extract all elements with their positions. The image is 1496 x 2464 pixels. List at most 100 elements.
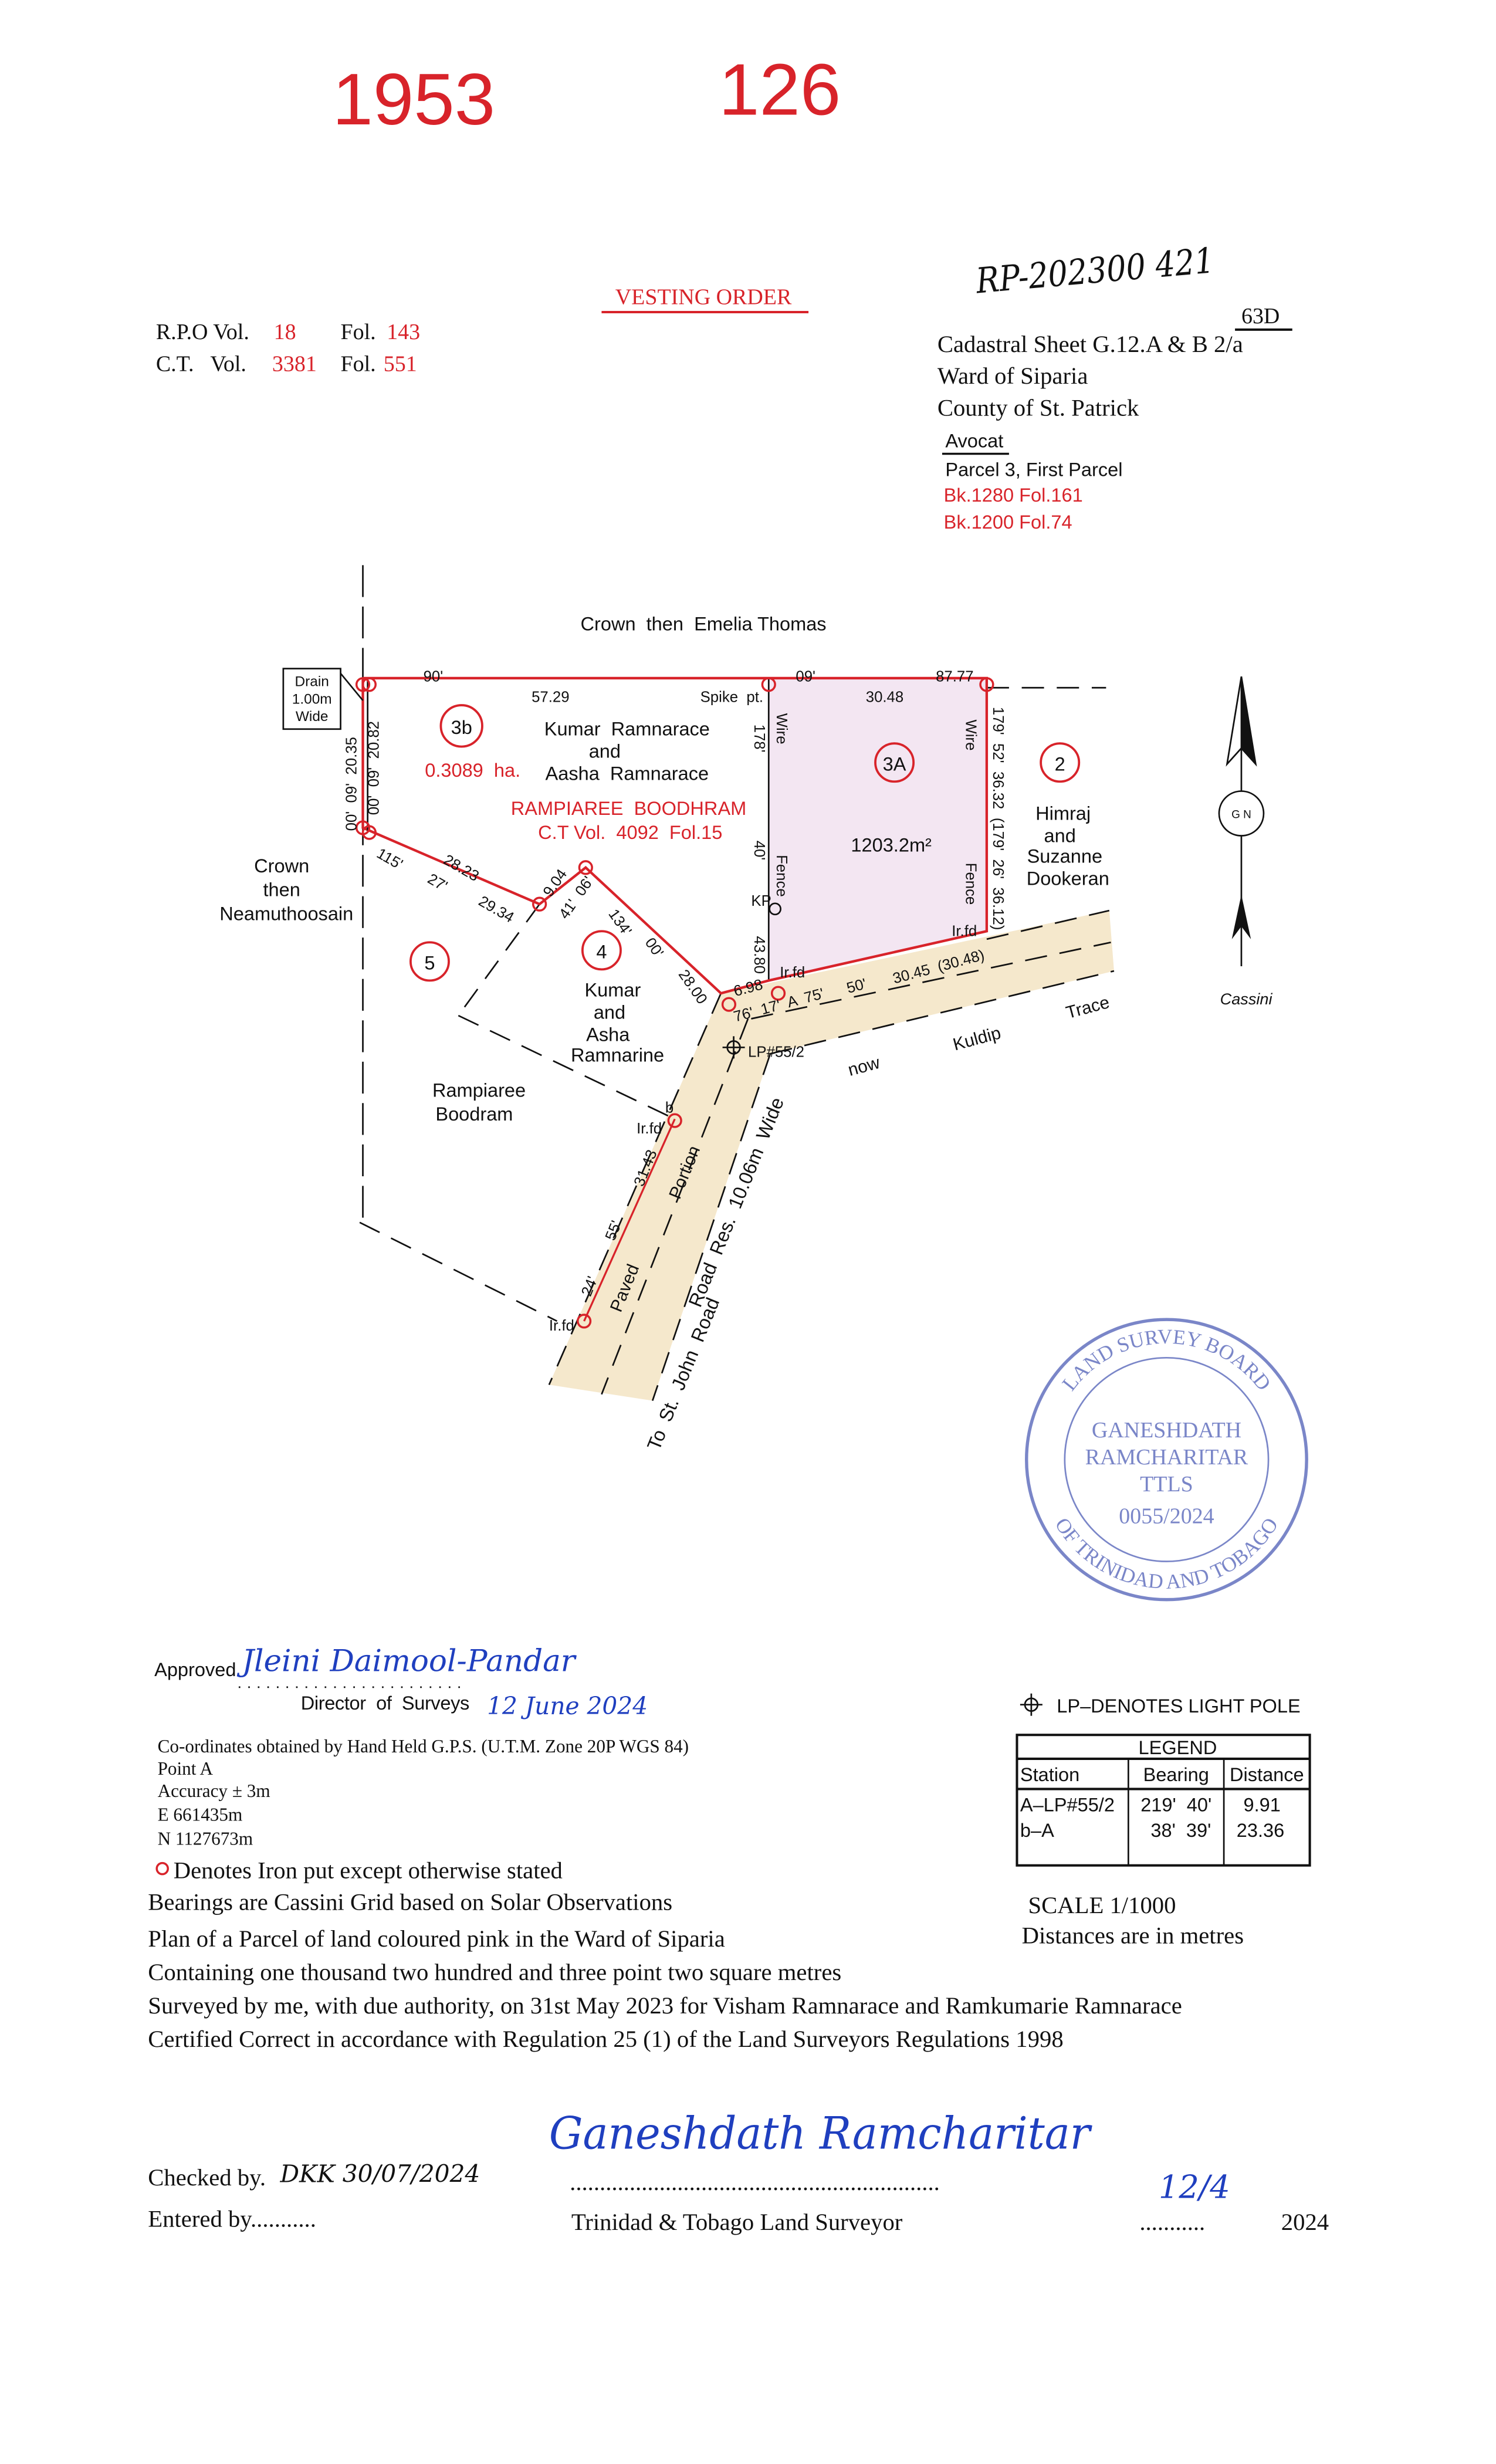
approved-signature: Jleini Daimool-Pandar (236, 1644, 577, 1679)
date-dotted-line: ........... (1139, 2209, 1205, 2235)
svg-text:00' 09' 20.35: 00' 09' 20.35 (344, 737, 360, 831)
svg-text:Entered by...........: Entered by........... (148, 2205, 316, 2232)
svg-text:LP#55/2: LP#55/2 (748, 1044, 804, 1061)
svg-text:Co-ordinates obtained by Hand: Co-ordinates obtained by Hand Held G.P.S… (158, 1736, 689, 1756)
svg-text:Denotes Iron put except otherw: Denotes Iron put except otherwise stated (174, 1857, 563, 1883)
iron-pin-markers (355, 677, 994, 1329)
owner-2-3: Suzanne (1027, 846, 1103, 867)
registry-references: R.P.O Vol. 18 Fol. 143 C.T. Vol. 3381 Fo… (156, 320, 420, 376)
svg-text:90': 90' (424, 668, 444, 685)
legend-col-distance: Distance (1230, 1764, 1304, 1785)
drain-label: Drain 1.00m Wide (292, 674, 332, 725)
surveyor-signature: Ganeshdath Ramcharitar (549, 2108, 1093, 2160)
legend-cell: A–LP#55/2 (1020, 1794, 1115, 1815)
svg-text:LAND SURVEY BOARD: LAND SURVEY BOARD (1058, 1325, 1275, 1395)
svg-text:115': 115' (374, 845, 405, 873)
plan-notes: Denotes Iron put except otherwise stated… (148, 1857, 1244, 2052)
drain-box (282, 668, 341, 730)
document-title: VESTING ORDER (615, 285, 792, 309)
approved-label: Approved (154, 1659, 236, 1680)
owner-4-2: and (594, 1001, 625, 1023)
svg-text:179' 52' 36.32 (179' 26': 179' 52' 36.32 (179' 26' 36.12) (990, 707, 1006, 930)
north-neighbour: Crown then Emelia Thomas (581, 614, 827, 635)
svg-text:N 1127673m: N 1127673m (158, 1828, 253, 1849)
legend-cell: 23.36 (1237, 1820, 1284, 1841)
svg-text:KP: KP (751, 893, 771, 909)
svg-text:E 661435m: E 661435m (158, 1805, 243, 1825)
svg-text:Accuracy ± 3m: Accuracy ± 3m (158, 1781, 270, 1801)
svg-text:Ir.fd: Ir.fd (952, 923, 977, 939)
rpo-fol: 143 (387, 320, 420, 344)
svg-text:178': 178' (751, 725, 767, 753)
svg-text:Surveyed by me, with due autho: Surveyed by me, with due authority, on 3… (148, 1992, 1182, 2019)
svg-text:Ir.fd: Ir.fd (637, 1121, 662, 1137)
legend-col-station: Station (1020, 1764, 1079, 1785)
parcel-4-number: 4 (596, 941, 607, 962)
checked-by-value: DKK 30/07/2024 (279, 2160, 480, 2188)
left-neighbour-1: Crown (254, 855, 309, 876)
director-label: Director of Surveys (301, 1693, 470, 1714)
svg-text:Wire: Wire (773, 713, 790, 744)
title-owner: RAMPIAREE BOODHRAM (511, 798, 746, 819)
owner-4-3: Asha (586, 1024, 630, 1045)
seal-title: TTLS (1140, 1472, 1193, 1497)
svg-text:Wide: Wide (296, 709, 329, 725)
parcel-3a-area-label: 1203.2m² (851, 835, 932, 856)
parcel-number-circles (409, 704, 1081, 982)
cadastral-sheet: Cadastral Sheet G.12.A & B 2/a (937, 331, 1243, 357)
legend-cell: b–A (1020, 1820, 1054, 1841)
svg-text:Plan of a Parcel of land colou: Plan of a Parcel of land coloured pink i… (148, 1925, 725, 1952)
director-date: 12 June 2024 (487, 1692, 648, 1720)
rpo-fol-label: Fol. (341, 320, 376, 344)
svg-text:Drain: Drain (295, 674, 329, 690)
svg-text:1.00m: 1.00m (292, 691, 332, 707)
legend-table: LEGEND Station Bearing Distance A–LP#55/… (1016, 1734, 1311, 1867)
sheet-code: 63D (1241, 304, 1280, 329)
trace-now: now (846, 1053, 882, 1080)
title-reference: C.T Vol. 4092 Fol.15 (538, 822, 722, 843)
legend-cell: 219' 40' (1140, 1794, 1211, 1815)
svg-text:27': 27' (425, 871, 450, 895)
parcel-3b-area: 0.3089 ha. (425, 760, 520, 781)
seal-name-2: RAMCHARITAR (1085, 1445, 1248, 1470)
north-arrow-compass: G N Cassini (1218, 676, 1273, 1008)
rampiaree-1: Rampiaree (432, 1079, 526, 1101)
svg-text:30.48: 30.48 (866, 689, 903, 706)
svg-text:b: b (665, 1100, 673, 1116)
road-boundary-red (583, 1118, 676, 1322)
svg-text:Distances are in metres: Distances are in metres (1022, 1923, 1244, 1949)
seal-ring-top: LAND SURVEY BOARD (1058, 1325, 1275, 1395)
parcel-3a-number: 3A (883, 753, 906, 774)
footer-signoff: Checked by. DKK 30/07/2024 Entered by...… (148, 2108, 1329, 2235)
compass-label: G N (1231, 809, 1251, 821)
legend-col-bearing: Bearing (1143, 1764, 1209, 1785)
book-ref-1: Bk.1280 Fol.161 (944, 485, 1083, 506)
svg-text:43.80: 43.80 (751, 936, 767, 973)
svg-text:LP–DENOTES LIGHT POLE: LP–DENOTES LIGHT POLE (1057, 1695, 1300, 1717)
road-reserve-area (549, 911, 1114, 1401)
trace-kuldip: Kuldip (951, 1023, 1003, 1054)
svg-text:29.34: 29.34 (476, 893, 517, 926)
svg-text:Bearings are Cassini Grid base: Bearings are Cassini Grid based on Solar… (148, 1889, 672, 1915)
reference-handwritten: RP-202300 421 (974, 241, 1216, 302)
rampiaree-2: Boodram (435, 1104, 513, 1125)
light-pole-note: LP–DENOTES LIGHT POLE (1020, 1693, 1301, 1717)
svg-text:87.77: 87.77 (936, 668, 973, 685)
rpo-label: R.P.O Vol. (156, 320, 249, 344)
county: County of St. Patrick (937, 394, 1139, 421)
svg-text:09': 09' (796, 668, 815, 685)
owner-3b-3: Aasha Ramnarace (546, 763, 709, 784)
parcel-2-number: 2 (1055, 753, 1065, 774)
owner-3b-2: and (589, 741, 621, 762)
signature-dotted-line: ........................................… (570, 2169, 940, 2195)
ct-label: C.T. Vol. (156, 351, 246, 376)
plan-drawing: Drain 1.00m Wide Crown then Emelia Thoma… (219, 565, 1115, 1453)
svg-text:28.00: 28.00 (675, 967, 710, 1007)
svg-text:SCALE 1/1000: SCALE 1/1000 (1028, 1892, 1176, 1918)
gps-coordinates: Co-ordinates obtained by Hand Held G.P.S… (158, 1736, 689, 1849)
parcel-boundary (361, 676, 989, 995)
svg-text:Fence: Fence (773, 855, 790, 897)
owner-2-4: Dookeran (1027, 868, 1109, 889)
handwritten-date: 12/4 (1159, 2169, 1230, 2206)
svg-text:Wire: Wire (963, 719, 979, 750)
